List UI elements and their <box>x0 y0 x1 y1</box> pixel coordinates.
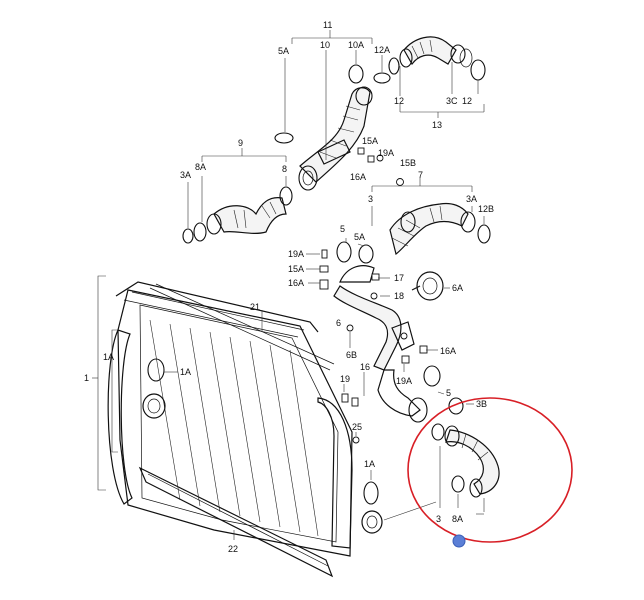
highlight-circle <box>407 397 573 543</box>
label-5a-mid: 5A <box>354 232 365 242</box>
label-6b: 6B <box>346 350 357 360</box>
label-16a-top: 16A <box>350 172 366 182</box>
label-3-bottom: 3 <box>436 514 441 524</box>
label-15a-top: 15A <box>362 136 378 146</box>
label-19a-mid: 19A <box>288 249 304 259</box>
label-5-mid: 5 <box>340 224 345 234</box>
sensor-6a <box>411 271 444 301</box>
o-ring-5-lower <box>423 365 441 387</box>
label-8a-bottom: 8A <box>452 514 463 524</box>
label-21: 21 <box>250 302 260 312</box>
hose-13 <box>388 36 486 81</box>
fasteners <box>319 147 428 444</box>
label-9: 9 <box>238 138 243 148</box>
upper-charge-pipe-11 <box>298 86 373 191</box>
label-12a: 12A <box>374 45 390 55</box>
label-8a-left: 8A <box>195 162 206 172</box>
o-ring-1a-left <box>147 358 165 382</box>
o-ring-1a-lower <box>363 481 379 505</box>
hose-9 <box>182 186 293 244</box>
label-1a-left: 1A <box>103 352 114 362</box>
o-ring-5-mid <box>336 241 352 263</box>
intercooler-core <box>107 281 383 578</box>
label-15a-mid: 15A <box>288 264 304 274</box>
label-13: 13 <box>432 120 442 130</box>
label-19a-lower: 19A <box>396 376 412 386</box>
clamp-5a-top <box>274 132 294 144</box>
label-7: 7 <box>418 170 423 180</box>
center-charge-pipe-6 <box>333 265 428 423</box>
label-1a-lower: 1A <box>364 459 375 469</box>
position-marker <box>452 534 466 548</box>
leader-lines <box>92 30 485 540</box>
label-3c: 3C <box>446 96 458 106</box>
label-5a-top: 5A <box>278 46 289 56</box>
label-16a-mid: 16A <box>288 278 304 288</box>
label-11: 11 <box>323 20 332 30</box>
label-16: 16 <box>360 362 370 372</box>
part-labels: 11 10 10A 5A 12A 12 3C 12 13 9 3A 8A 8 1… <box>84 20 494 554</box>
label-12-top-left: 12 <box>394 96 404 106</box>
label-3-mid: 3 <box>368 194 373 204</box>
label-12-top-right: 12 <box>462 96 472 106</box>
label-19: 19 <box>340 374 350 384</box>
label-3a-left: 3A <box>180 170 191 180</box>
lower-hose-assembly <box>431 397 500 498</box>
label-12b: 12B <box>478 204 494 214</box>
label-10a: 10A <box>348 40 364 50</box>
label-10: 10 <box>320 40 330 50</box>
label-6: 6 <box>336 318 341 328</box>
label-18: 18 <box>394 291 404 301</box>
o-ring-5a-mid <box>358 244 374 264</box>
label-22: 22 <box>228 544 238 554</box>
label-3a-right: 3A <box>466 194 477 204</box>
label-1: 1 <box>84 373 89 383</box>
label-25: 25 <box>352 422 362 432</box>
label-5-lower: 5 <box>446 388 451 398</box>
label-6a: 6A <box>452 283 463 293</box>
hose-7 <box>389 202 491 256</box>
clamp-12a <box>373 72 391 84</box>
label-3b: 3B <box>476 399 487 409</box>
label-8: 8 <box>282 164 287 174</box>
label-1a-inner: 1A <box>180 367 191 377</box>
label-16a-right: 16A <box>440 346 456 356</box>
label-17: 17 <box>394 273 404 283</box>
o-ring-10a <box>348 64 364 84</box>
label-19a-top: 19A <box>378 148 394 158</box>
label-15b: 15B <box>400 158 416 168</box>
